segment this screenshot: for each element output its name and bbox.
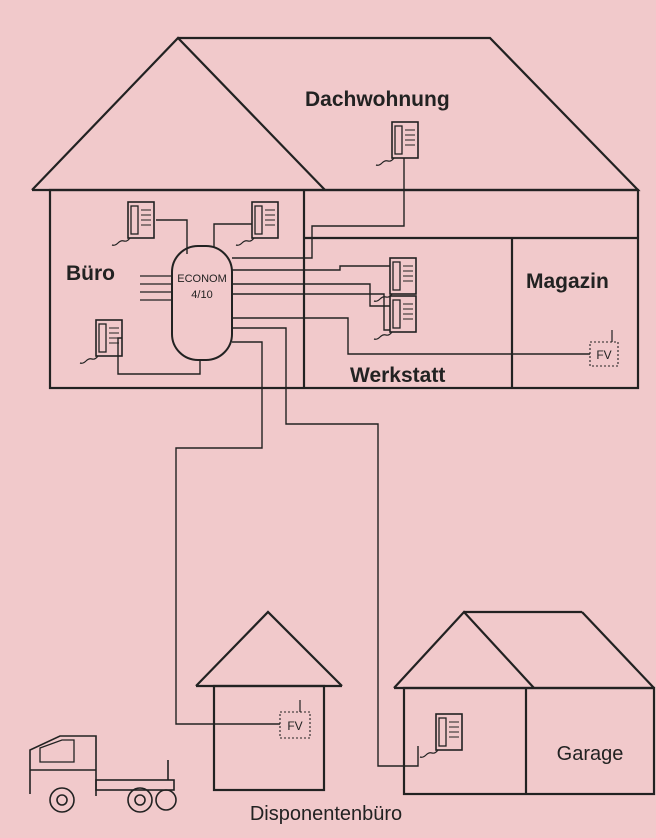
label-garage: Garage <box>557 743 624 765</box>
fv-magazin: FV <box>589 330 619 367</box>
fv-label-magazin: FV <box>596 348 611 362</box>
phone-werkstatt-top <box>373 257 417 303</box>
label-magazin: Magazin <box>526 270 609 293</box>
label-disponentenbuero: Disponentenbüro <box>250 803 402 825</box>
phone-dachwohnung <box>375 121 419 167</box>
truck-icon <box>29 735 177 813</box>
telephone-icon <box>419 713 463 759</box>
econom-label-2: 4/10 <box>191 289 212 301</box>
telephone-icon <box>375 121 419 167</box>
telephone-icon <box>111 201 155 247</box>
econom-wiring <box>175 158 590 767</box>
econom-label-1: ECONOM <box>177 273 227 285</box>
phone-buero-top-left <box>111 201 155 247</box>
telephone-icon <box>79 319 123 365</box>
fv-label-disponent: FV <box>287 719 302 733</box>
disponenten-building <box>195 610 343 792</box>
telephone-icon <box>373 295 417 341</box>
telephone-icon <box>373 257 417 303</box>
main-building <box>31 36 641 390</box>
phone-buero-bottom-left <box>79 319 123 365</box>
fv-disponent: FV <box>279 700 311 739</box>
econom-pbx: ECONOM 4/10 <box>140 245 233 361</box>
label-dachwohnung: Dachwohnung <box>305 88 450 111</box>
label-werkstatt: Werkstatt <box>350 364 445 387</box>
garage-building <box>393 610 656 796</box>
buero-wiring <box>117 219 252 375</box>
phone-werkstatt-bottom <box>373 295 417 341</box>
phone-garage <box>419 713 463 759</box>
label-buero: Büro <box>66 262 115 285</box>
